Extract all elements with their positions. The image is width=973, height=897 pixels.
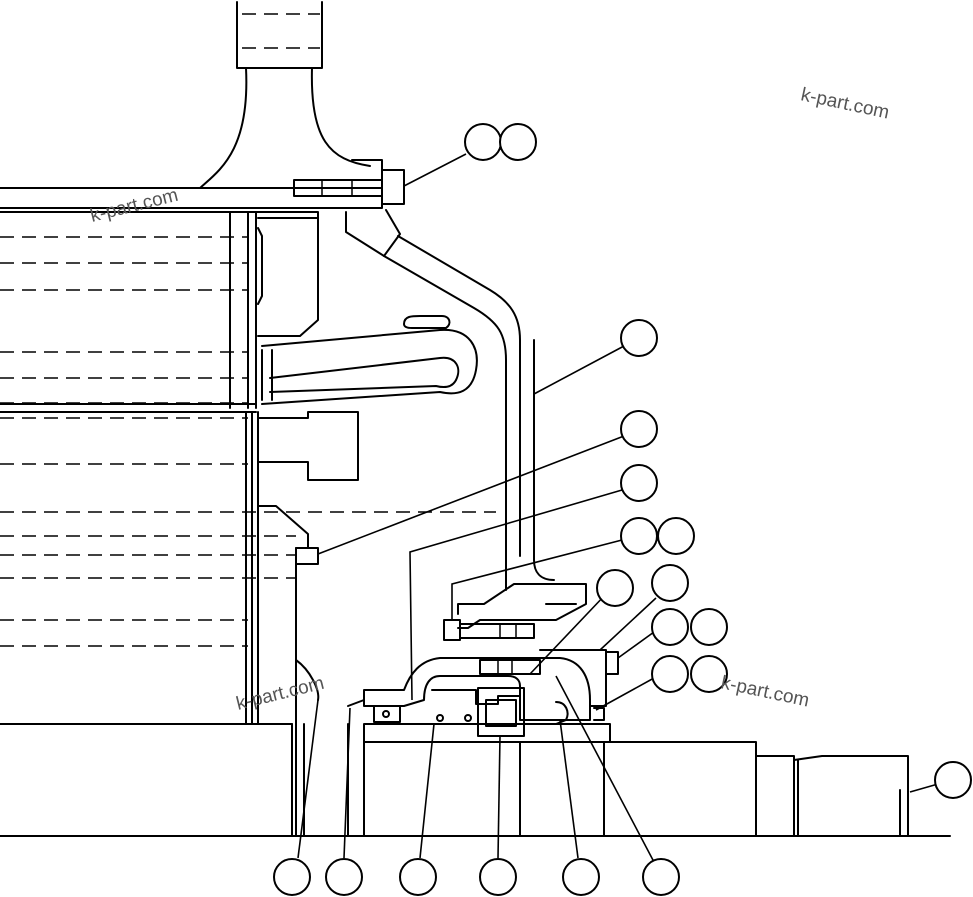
callout-circle [620, 319, 658, 357]
callout-circle [620, 464, 658, 502]
hose [261, 315, 478, 405]
callout-circle [499, 123, 537, 161]
watermark-top-right: k-part.com [799, 84, 891, 123]
callout-circle [596, 569, 634, 607]
lower-assembly [347, 583, 909, 837]
callout-circle [934, 761, 972, 799]
callout-circle [651, 655, 689, 693]
watermark-lower-right: k-part.com [719, 672, 811, 711]
callout-circle [651, 608, 689, 646]
top-bolt [293, 169, 405, 205]
callout-circle [273, 858, 311, 896]
callout-bubbles [273, 123, 972, 896]
pipe [345, 209, 555, 591]
callout-circle [479, 858, 517, 896]
callout-circle [642, 858, 680, 896]
callout-circle [464, 123, 502, 161]
callout-circle [620, 517, 658, 555]
callout-circle [690, 608, 728, 646]
callout-circle [690, 655, 728, 693]
leader-lines [297, 153, 939, 863]
watermark-upper-left: k-part.com [88, 185, 180, 227]
callout-circle [325, 858, 363, 896]
hidden-lines [0, 13, 496, 647]
callout-circle [651, 564, 689, 602]
callout-circle [620, 410, 658, 448]
callout-circle [657, 517, 695, 555]
callout-circle [399, 858, 437, 896]
watermark-lower-left: k-part.com [234, 673, 326, 715]
callout-circle [562, 858, 600, 896]
